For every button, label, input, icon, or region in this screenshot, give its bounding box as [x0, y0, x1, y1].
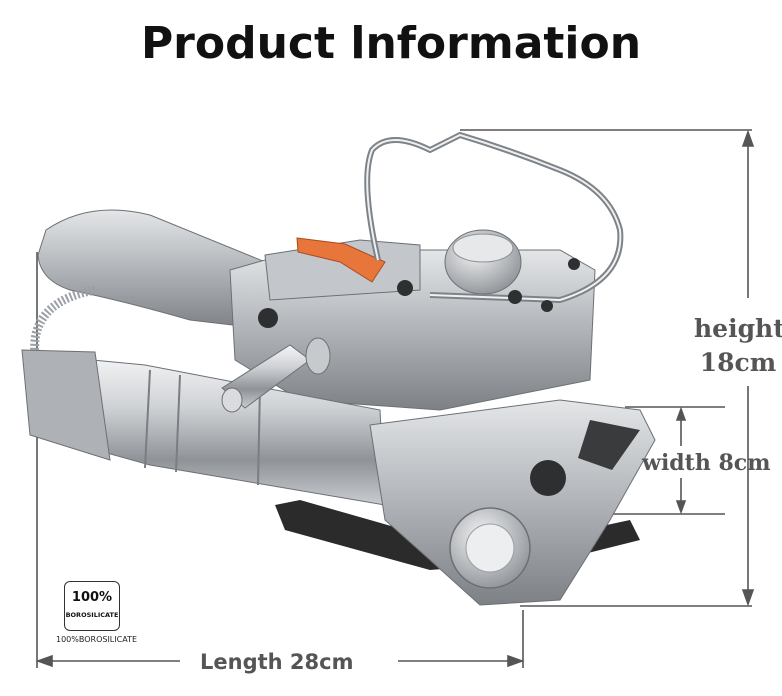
length-dimension	[35, 252, 525, 668]
height-dimension	[460, 129, 755, 607]
badge-material: BOROSILICATE	[65, 611, 119, 619]
badge-percent: 100%	[71, 590, 113, 605]
screws	[258, 258, 580, 328]
length-label: Length 28cm	[200, 650, 354, 674]
page-title: Product lnformation	[140, 18, 642, 69]
height-word: height	[694, 314, 782, 343]
badge-caption: 100%BOROSILICATE	[56, 635, 138, 644]
width-label: width 8cm	[642, 450, 771, 476]
height-value: 18cm	[699, 348, 777, 377]
front-bolt	[530, 460, 566, 496]
height-label: height 18cm	[694, 312, 782, 380]
borosilicate-badge: 100% BOROSILICATE	[64, 581, 120, 631]
grip-handle	[37, 209, 286, 331]
end-cap	[21, 349, 111, 461]
air-fitting	[221, 337, 331, 413]
tension-arm	[578, 420, 640, 470]
orange-lever	[296, 237, 386, 283]
